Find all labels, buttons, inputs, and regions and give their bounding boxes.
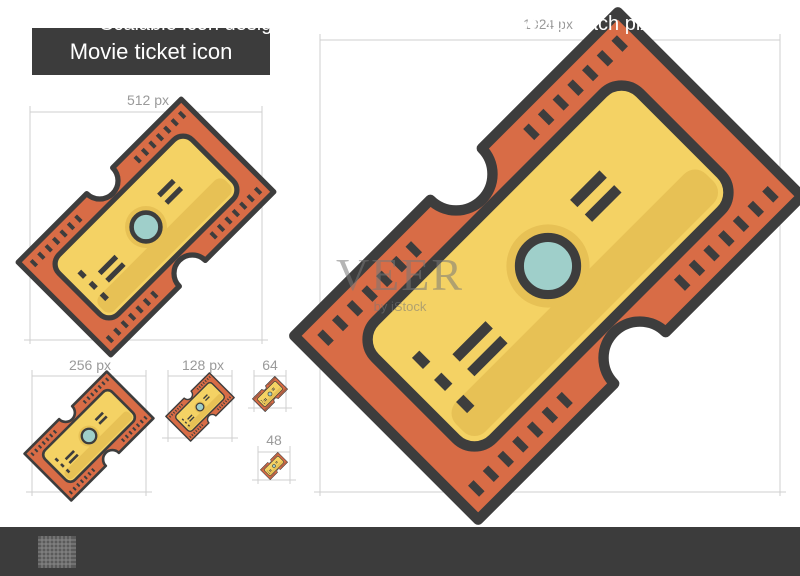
pixel-grid-icon: [38, 536, 76, 568]
page-title: Movie ticket icon: [32, 28, 270, 75]
watermark: VEER by iStock: [320, 250, 480, 320]
size-label-64: 64: [262, 357, 278, 373]
ticket-icon-256: [23, 370, 155, 502]
size-label-256: 256 px: [68, 357, 112, 373]
ticket-icon-48: [260, 452, 288, 480]
footer-bar: [0, 527, 800, 576]
size-label-128: 128 px: [181, 357, 225, 373]
size-label-1024: 1024 px: [523, 16, 573, 32]
size-label-48: 48: [266, 432, 282, 448]
ticket-icon-128: [165, 372, 235, 442]
ticket-icon-512: [15, 96, 277, 358]
watermark-brand: VEER: [335, 249, 465, 300]
watermark-sub: by iStock: [373, 299, 427, 314]
size-label-512: 512 px: [126, 92, 170, 108]
footer-text: Scalable icon designed on a grid system …: [100, 13, 672, 35]
guide-lines: [24, 34, 786, 496]
ticket-icon-64: [252, 376, 288, 412]
